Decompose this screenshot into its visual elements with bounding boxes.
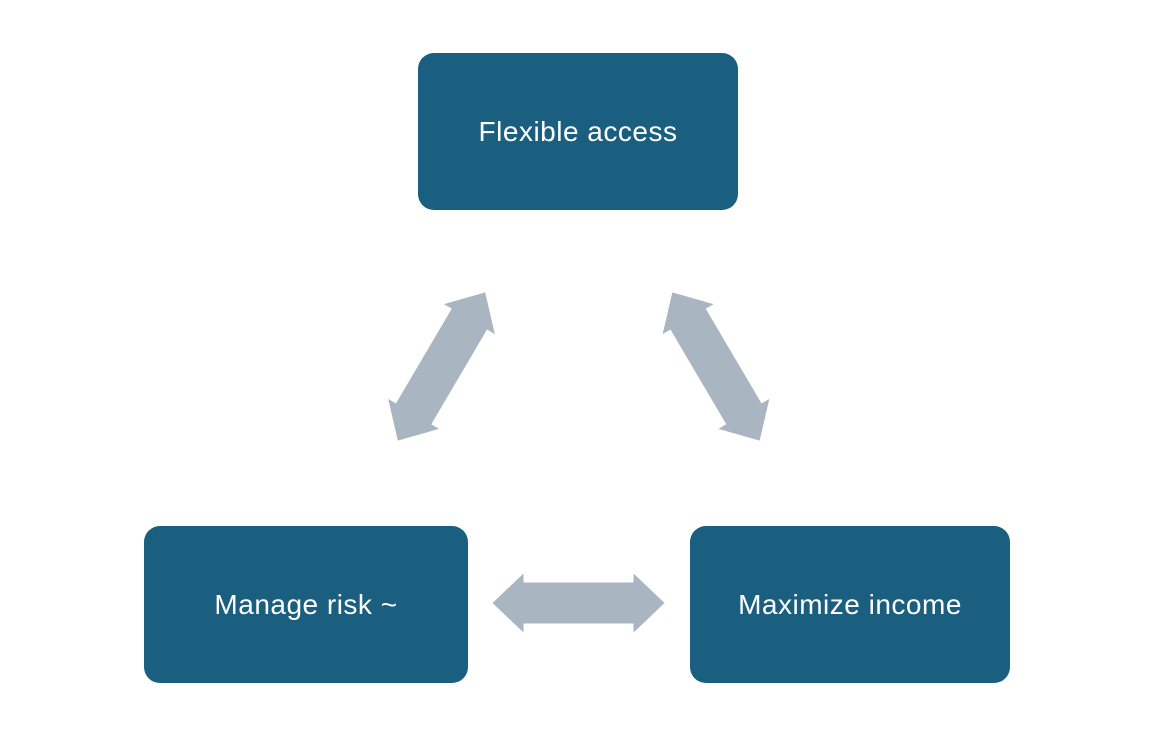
node-flexible-access: Flexible access bbox=[418, 53, 738, 210]
arrow-flexible-maximize-icon bbox=[662, 292, 770, 441]
node-maximize-income-label: Maximize income bbox=[738, 588, 962, 620]
node-maximize-income: Maximize income bbox=[690, 526, 1010, 683]
node-flexible-access-label: Flexible access bbox=[478, 115, 678, 147]
arrow-flexible-manage-icon bbox=[388, 292, 495, 441]
node-manage-risk-label: Manage risk ~ bbox=[214, 588, 398, 620]
node-manage-risk: Manage risk ~ bbox=[144, 526, 468, 683]
arrow-manage-maximize-icon bbox=[492, 573, 665, 633]
